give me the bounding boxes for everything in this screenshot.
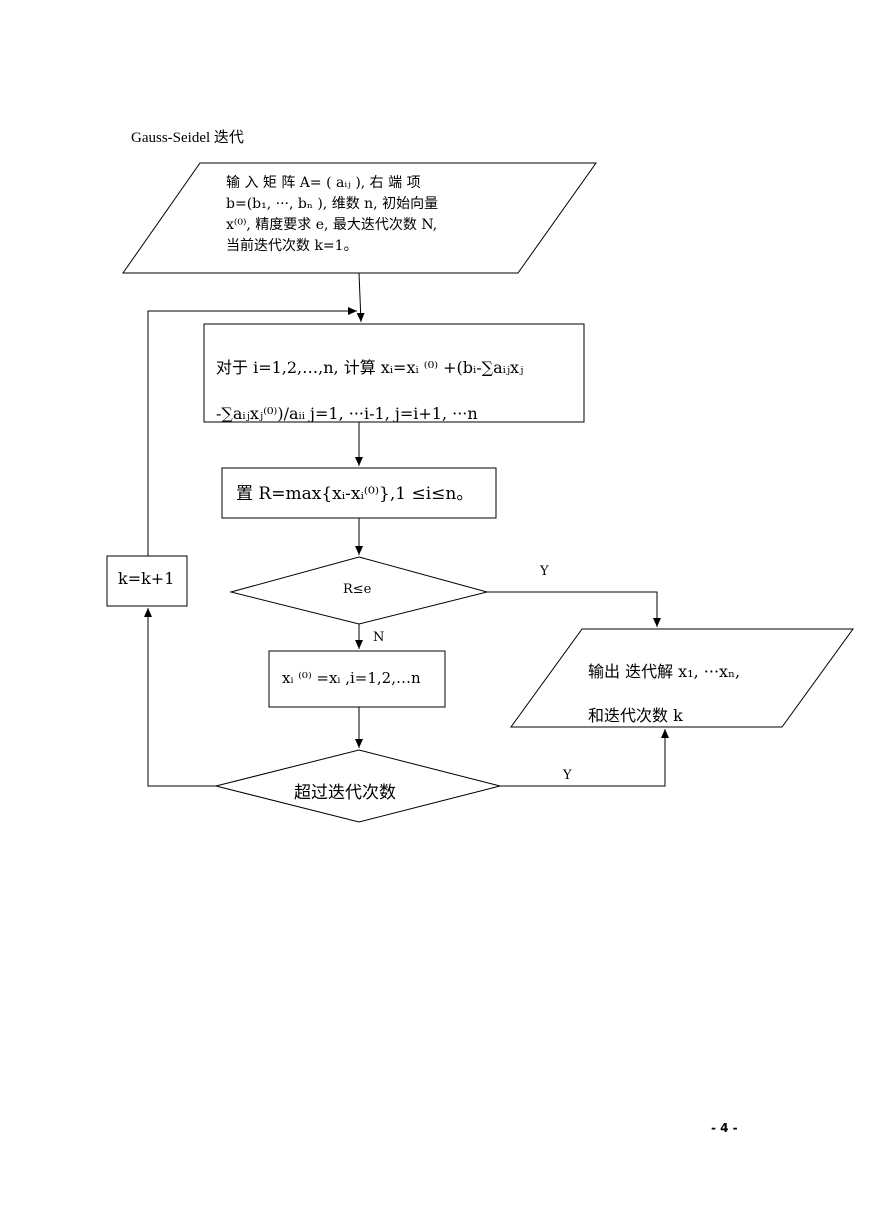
output-parallelogram [510, 628, 854, 728]
edge-condition-yes [487, 591, 661, 627]
increment-node-text: k=k+1 [118, 569, 175, 588]
edge-label-condition-yes: Y [540, 564, 549, 579]
input-line-3: x⁽⁰⁾, 精度要求 e, 最大迭代次数 N, [226, 217, 438, 233]
compute-node-text: 对于 i=1,2,…,n, 计算 xᵢ=xᵢ ⁽⁰⁾ +(bᵢ-∑aᵢⱼxⱼ -… [216, 345, 523, 437]
edge-label-maxiter-yes: Y [563, 768, 572, 783]
input-node-text: 输 入 矩 阵 A= ( aᵢⱼ ), 右 端 项 b=(b₁, ···, bₙ… [226, 173, 496, 257]
edge-input-to-compute [356, 272, 365, 323]
diagram-title: Gauss-Seidel 迭代 [131, 130, 244, 146]
input-line-1: 输 入 矩 阵 A= ( aᵢⱼ ), 右 端 项 [226, 175, 421, 191]
output-line-1: 输出 迭代解 x₁, ···xₙ, [588, 662, 741, 681]
max-iter-node-text: 超过迭代次数 [294, 783, 396, 803]
output-node-text: 输出 迭代解 x₁, ···xₙ, 和迭代次数 k [588, 650, 740, 738]
assign-node-text: xᵢ ⁽⁰⁾ =xᵢ ,i=1,2,…n [282, 669, 421, 687]
residual-node-text: 置 R=max{xᵢ-xᵢ⁽⁰⁾},1 ≤i≤n。 [236, 484, 474, 504]
increment-box [106, 555, 188, 607]
compute-box [203, 323, 585, 423]
input-parallelogram [122, 162, 597, 274]
input-line-2: b=(b₁, ···, bₙ ), 维数 n, 初始向量 [226, 196, 439, 212]
output-line-2: 和迭代次数 k [588, 706, 683, 725]
page-number: - 4 - [711, 1121, 738, 1135]
condition-node-text: R≤e [343, 582, 372, 597]
input-line-4: 当前迭代次数 k=1。 [226, 238, 358, 254]
edge-maxiter-yes [500, 729, 669, 787]
compute-line-1: 对于 i=1,2,…,n, 计算 xᵢ=xᵢ ⁽⁰⁾ +(bᵢ-∑aᵢⱼxⱼ [216, 358, 524, 377]
edge-increment-loop-back [147, 307, 357, 556]
compute-line-2: -∑aᵢⱼxⱼ⁽⁰⁾)/aᵢᵢ j=1, ···i-1, j=i+1, ···n [216, 404, 478, 423]
max-iter-diamond [215, 749, 501, 823]
assign-box [268, 650, 446, 708]
edge-maxiter-to-increment [144, 608, 216, 787]
edge-label-condition-no: N [373, 630, 385, 645]
